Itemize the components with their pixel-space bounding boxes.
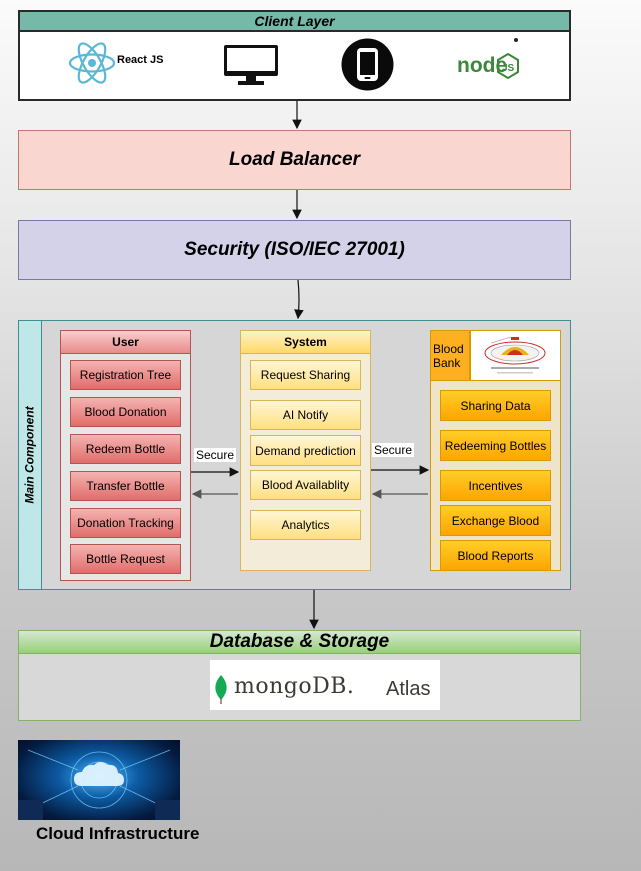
analytics-button[interactable]: Analytics — [250, 510, 361, 540]
transfer-bottle-button[interactable]: Transfer Bottle — [70, 471, 181, 501]
database-storage-header: Database & Storage — [18, 630, 581, 654]
desktop-monitor-icon — [224, 45, 278, 85]
blood-donation-button[interactable]: Blood Donation — [70, 397, 181, 427]
redeeming-bottles-button[interactable]: Redeeming Bottles — [440, 430, 551, 461]
mongodb-atlas-logo: mongoDB. Atlas — [210, 660, 440, 710]
cloud-infrastructure-label: Cloud Infrastructure — [36, 824, 200, 843]
blood-reports-button[interactable]: Blood Reports — [440, 540, 551, 571]
blood-bank-logo-icon — [470, 330, 561, 381]
redeem-bottle-button[interactable]: Redeem Bottle — [70, 434, 181, 464]
mobile-phone-icon — [341, 38, 394, 91]
request-sharing-button[interactable]: Request Sharing — [250, 360, 361, 390]
main-component-side-tab: Main Component — [18, 320, 42, 590]
system-header: System — [240, 330, 371, 354]
donation-tracking-button[interactable]: Donation Tracking — [70, 508, 181, 538]
client-layer-header: Client Layer — [18, 10, 571, 30]
react-icon — [68, 42, 116, 84]
main-component-label: Main Component — [23, 406, 38, 504]
incentives-button[interactable]: Incentives — [440, 470, 551, 501]
user-header: User — [60, 330, 191, 354]
blood-bank-header: Blood Bank — [430, 330, 470, 381]
atlas-text: Atlas — [386, 678, 431, 700]
arrow-security-to-main — [294, 279, 304, 320]
secure-label-left: Secure — [194, 448, 237, 462]
sharing-data-button[interactable]: Sharing Data — [440, 390, 551, 421]
exchange-blood-button[interactable]: Exchange Blood — [440, 505, 551, 536]
client-layer-panel: React JS node JS — [18, 30, 571, 101]
svg-text:node: node — [457, 54, 507, 77]
cloud-infrastructure-image — [18, 740, 180, 820]
demand-prediction-button[interactable]: Demand prediction — [250, 435, 361, 466]
secure-label-right: Secure — [372, 443, 415, 457]
nodejs-icon: node JS — [457, 50, 519, 99]
mongodb-text: mongoDB. — [234, 674, 355, 699]
load-balancer-box: Load Balancer — [18, 130, 571, 190]
security-box: Security (ISO/IEC 27001) — [18, 220, 571, 280]
dot-icon — [514, 38, 518, 42]
blood-availability-button[interactable]: Blood Availablity — [250, 470, 361, 500]
bottle-request-button[interactable]: Bottle Request — [70, 544, 181, 574]
react-label: React JS — [117, 54, 164, 66]
mongodb-leaf-icon — [215, 675, 227, 704]
ai-notify-button[interactable]: AI Notify — [250, 400, 361, 430]
svg-text:JS: JS — [502, 63, 515, 74]
registration-tree-button[interactable]: Registration Tree — [70, 360, 181, 390]
